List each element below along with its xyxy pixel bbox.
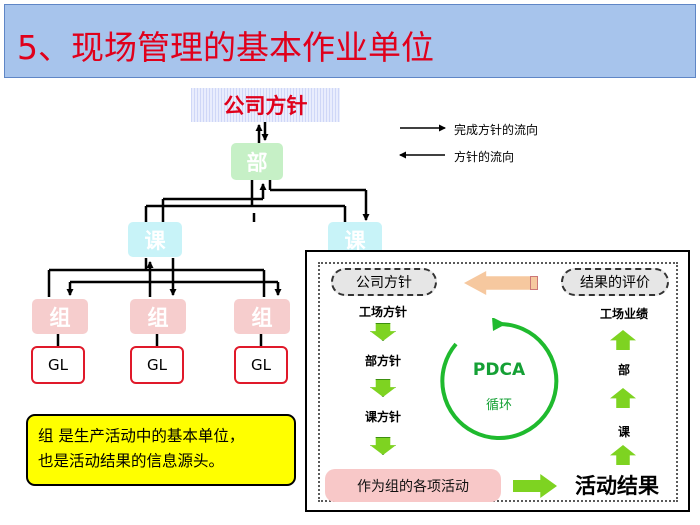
section-node-left: 课: [128, 222, 182, 257]
legend-policy-flow: 方针的流向: [454, 150, 515, 164]
dept-policy-label: 部方针: [364, 354, 401, 368]
gl-box-3: GL: [234, 346, 288, 384]
department-node: 部: [231, 143, 283, 180]
title-bar: 5、现场管理的基本作业单位: [4, 4, 696, 78]
note-line-2: 也是活动结果的信息源头。: [38, 452, 225, 470]
factory-results-label: 工场业绩: [599, 307, 648, 321]
legend-completion-flow: 完成方针的流向: [454, 123, 539, 137]
group-activities-box: 作为组的各项活动: [325, 469, 501, 502]
gl-box-1: GL: [31, 346, 85, 384]
cycle-label: 循环: [485, 398, 512, 413]
group-node-2: 组: [130, 299, 186, 334]
feedback-arrow-cap: [530, 276, 538, 290]
pdca-panel-inner: [318, 262, 678, 502]
group-node-1: 组: [32, 299, 88, 334]
gl-box-2: GL: [130, 346, 184, 384]
company-policy-oval: 公司方针: [331, 268, 437, 296]
result-evaluation-oval: 结果的评价: [561, 268, 669, 296]
note-line-1: 组 是生产活动中的基本单位，: [38, 427, 245, 445]
pdca-cycle-circle: [440, 318, 559, 440]
pdca-label: PDCA: [472, 360, 526, 380]
activity-results-label: 活动结果: [575, 474, 659, 498]
section-result-label: 课: [617, 425, 630, 439]
group-node-3: 组: [234, 299, 290, 334]
section-policy-label: 课方针: [364, 410, 401, 424]
company-policy-node: 公司方针: [191, 88, 340, 122]
page-title: 5、现场管理的基本作业单位: [17, 28, 434, 67]
group-note: 组 是生产活动中的基本单位， 也是活动结果的信息源头。: [26, 414, 296, 486]
factory-policy-label: 工场方针: [358, 305, 407, 319]
dept-result-label: 部: [617, 363, 630, 377]
